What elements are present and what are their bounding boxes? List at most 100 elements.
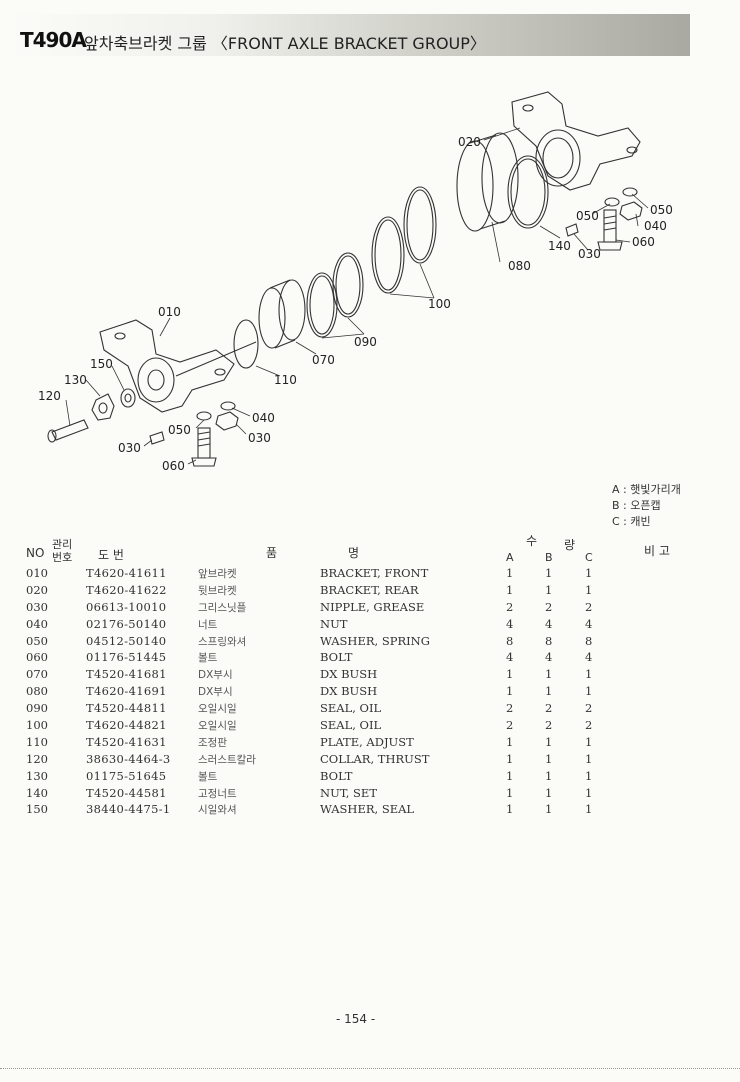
legend-item-c: C : 캐빈 [612,515,651,528]
qty-b: 4 [545,650,553,665]
seal-100 [371,186,437,294]
qty-b: 1 [545,768,553,783]
part-number: T4620-41611 [86,566,167,580]
part-number: 01175-51645 [86,768,167,783]
qty-c: 1 [585,684,593,699]
callout-150: 150 [90,357,113,371]
qty-c: 1 [585,785,593,800]
callout-110: 110 [274,373,297,387]
callout-060: 060 [632,235,655,249]
callout-040: 040 [644,219,667,233]
qty-c: 4 [585,650,593,665]
seal-090 [306,252,364,338]
callout-080: 080 [508,259,531,273]
model-code: T490A [20,28,87,52]
washer-050-right [604,187,638,207]
header-name-right: 명 [348,546,360,560]
part-name-korean: DX부시 [198,669,233,682]
part-number: 01176-51445 [86,650,167,665]
part-name: BOLT [320,768,353,783]
qty-a: 2 [506,701,514,716]
part-name: COLLAR, THRUST [320,751,430,766]
part-name: NIPPLE, GREASE [320,599,425,614]
bolt-060-right [597,209,623,251]
header-no: NO [26,546,45,560]
part-name-korean: 오일시일 [198,720,237,733]
callout-050: 050 [168,423,191,437]
part-name-korean: 볼트 [198,770,218,783]
qty-b: 1 [545,802,553,817]
part-name: WASHER, SEAL [320,802,415,817]
part-no: 140 [26,785,48,800]
qty-b: 1 [545,566,553,580]
qty-a: 1 [506,667,514,682]
part-name-korean: 조정판 [198,736,227,749]
part-no: 100 [26,718,48,733]
part-name-korean: 오일시일 [198,703,237,716]
qty-c: 1 [585,582,593,597]
page-title: 앞차축브라켓 그룹 〈FRONT AXLE BRACKET GROUP〉 [84,34,486,53]
part-name-korean: 볼트 [198,652,218,665]
part-name-korean: 스러스트칼라 [198,753,256,766]
callout-060: 060 [162,459,185,473]
part-number: T4520-41681 [86,667,167,682]
qty-a: 1 [506,734,514,749]
part-name: BRACKET, FRONT [320,566,429,580]
callout-010: 010 [158,305,181,319]
qty-a: 1 [506,684,514,699]
part-name-korean: 시일와셔 [198,804,237,817]
part-name-korean: 스프링와셔 [198,635,247,648]
part-name-korean: 그리스닛플 [198,601,247,614]
part-name-korean: 고정너트 [198,787,237,800]
model-legend: A : 햇빛가리개 B : 오픈캡 C : 캐빈 [612,482,681,530]
qty-c: 2 [585,701,593,716]
bottom-rule [0,1068,740,1069]
qty-a: 1 [506,751,514,766]
qty-a: 1 [506,566,514,580]
qty-b: 2 [545,599,553,614]
part-name: NUT, SET [320,785,377,800]
qty-c: 1 [585,667,593,682]
qty-a: 4 [506,616,514,631]
part-number: 06613-10010 [86,599,167,614]
part-name: DX BUSH [320,684,378,699]
qty-a: 2 [506,599,514,614]
callout-040: 030 [248,431,271,445]
qty-b: 1 [545,785,553,800]
header-band [8,14,690,56]
header-name-left: 품 [266,546,278,560]
qty-a: 4 [506,650,514,665]
header-qty-left: 수 [526,534,538,548]
part-name: SEAL, OIL [320,718,382,733]
part-no: 070 [26,667,48,682]
callout-090: 090 [354,335,377,349]
part-name: BRACKET, REAR [320,582,419,597]
qty-c: 4 [585,616,593,631]
part-no: 040 [26,616,48,631]
part-number: 02176-50140 [86,616,167,631]
qty-a: 8 [506,633,514,648]
callout-030: 030 [578,247,601,261]
header-qty-right: 량 [564,538,576,552]
callout-140: 130 [64,373,87,387]
exploded-parts-diagram: 020 080 140 050 050 040 060 030 100 090 … [38,91,673,473]
nipple-030-left [149,431,165,445]
part-name-korean: 뒷브라켓 [198,584,237,597]
qty-b: 8 [545,633,553,648]
qty-b: 2 [545,701,553,716]
qty-b: 1 [545,734,553,749]
header-part-number: 도 번 [98,548,124,562]
part-number: T4520-44811 [86,701,167,716]
bolt-130 [47,419,89,443]
qty-b: 1 [545,667,553,682]
callout-130: 120 [38,389,61,403]
ring-120 [507,155,549,229]
callout-030: 030 [118,441,141,455]
qty-b: 2 [545,718,553,733]
qty-c: 1 [585,768,593,783]
